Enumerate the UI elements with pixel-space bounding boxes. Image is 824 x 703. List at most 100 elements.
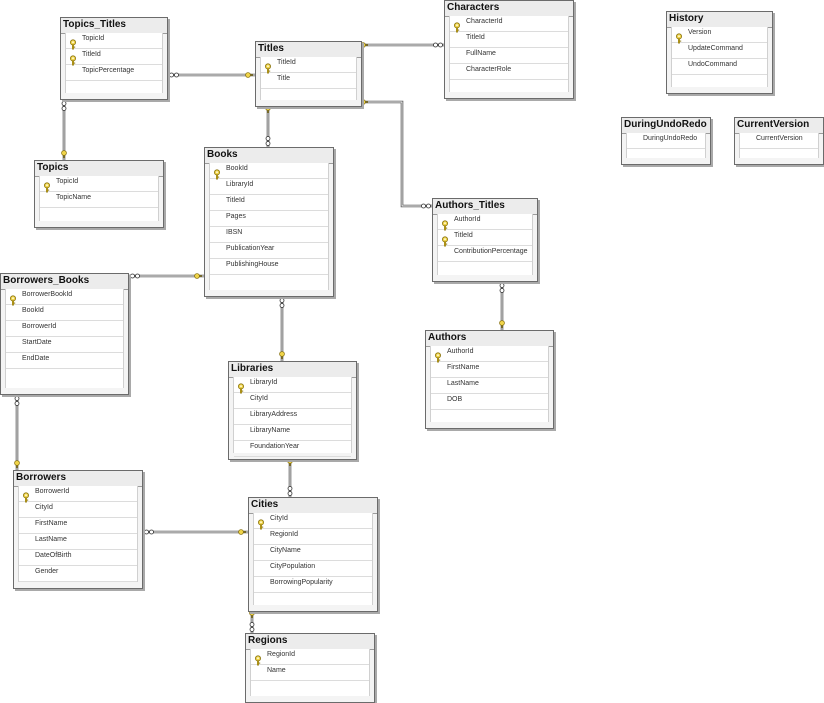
column-row[interactable]: PublicationYear bbox=[210, 243, 328, 259]
column-row[interactable]: BookId bbox=[210, 163, 328, 180]
column-row[interactable]: TitleId bbox=[261, 57, 356, 74]
column-name: CityId bbox=[35, 504, 53, 511]
column-row[interactable]: BorrowingPopularity bbox=[254, 577, 372, 593]
column-row[interactable]: BorrowerId bbox=[6, 321, 123, 337]
column-name: EndDate bbox=[22, 355, 50, 362]
column-row[interactable]: Pages bbox=[210, 211, 328, 227]
column-name: LibraryName bbox=[250, 427, 291, 434]
column-row[interactable]: PublishingHouse bbox=[210, 259, 328, 275]
many-end-icon bbox=[169, 72, 179, 78]
column-row[interactable]: TopicName bbox=[40, 192, 158, 208]
column-name: BookId bbox=[22, 307, 44, 314]
column-row[interactable]: StartDate bbox=[6, 337, 123, 353]
many-end-icon bbox=[144, 529, 154, 535]
fk-books-titles bbox=[265, 105, 271, 147]
many-end-icon bbox=[61, 101, 67, 111]
column-row[interactable]: LastName bbox=[431, 378, 548, 394]
column-row[interactable]: TopicPercentage bbox=[66, 65, 162, 81]
table-title: Characters bbox=[445, 1, 573, 17]
fk-books-libraries bbox=[279, 297, 285, 361]
column-row[interactable]: TopicId bbox=[66, 33, 162, 50]
column-row[interactable]: FirstName bbox=[19, 518, 137, 534]
column-row[interactable]: RegionId bbox=[251, 649, 369, 666]
column-name: CityName bbox=[270, 547, 301, 554]
column-row[interactable]: FirstName bbox=[431, 362, 548, 378]
column-row[interactable]: Gender bbox=[19, 566, 137, 582]
column-row[interactable]: BookId bbox=[6, 305, 123, 321]
column-row[interactable]: DateOfBirth bbox=[19, 550, 137, 566]
column-row[interactable]: CharacterRole bbox=[450, 64, 568, 80]
column-name: CityId bbox=[270, 515, 288, 522]
column-row[interactable]: CityPopulation bbox=[254, 561, 372, 577]
column-row[interactable]: Version bbox=[672, 27, 767, 44]
column-row[interactable]: CityId bbox=[234, 393, 351, 409]
column-name: Gender bbox=[35, 568, 59, 575]
column-row[interactable]: CityId bbox=[19, 502, 137, 518]
column-row[interactable]: TitleId bbox=[450, 32, 568, 48]
column-row[interactable]: AuthorId bbox=[431, 346, 548, 363]
primary-key-icon bbox=[8, 291, 18, 306]
fk-borrowers-cities bbox=[143, 529, 248, 535]
column-row[interactable]: LibraryId bbox=[210, 179, 328, 195]
fk-borrowers-books-borrowers bbox=[14, 395, 20, 470]
column-row[interactable]: LibraryAddress bbox=[234, 409, 351, 425]
column-row[interactable]: CurrentVersion bbox=[740, 133, 818, 149]
column-name: UndoCommand bbox=[688, 61, 738, 68]
table-title: Authors bbox=[426, 331, 553, 347]
column-row[interactable]: TitleId bbox=[438, 230, 532, 247]
column-name: LastName bbox=[35, 536, 67, 543]
column-row[interactable]: TitleId bbox=[66, 49, 162, 66]
column-row[interactable]: IBSN bbox=[210, 227, 328, 243]
fk-topics-titles-titles bbox=[168, 72, 255, 78]
column-row[interactable]: LibraryName bbox=[234, 425, 351, 441]
column-row[interactable]: LibraryId bbox=[234, 377, 351, 394]
column-row[interactable]: DuringUndoRedo bbox=[627, 133, 705, 149]
column-row[interactable]: ContributionPercentage bbox=[438, 246, 532, 262]
column-name: BorrowerId bbox=[35, 488, 70, 495]
column-row[interactable]: CityName bbox=[254, 545, 372, 561]
fk-borrowers-books-books bbox=[129, 273, 204, 279]
column-row[interactable]: CityId bbox=[254, 513, 372, 530]
column-row[interactable]: TopicId bbox=[40, 176, 158, 193]
column-row[interactable]: FoundationYear bbox=[234, 441, 351, 457]
column-row[interactable]: BorrowerBookId bbox=[6, 289, 123, 306]
column-row[interactable]: UndoCommand bbox=[672, 59, 767, 75]
column-row[interactable]: CharacterId bbox=[450, 16, 568, 33]
column-row[interactable]: Title bbox=[261, 73, 356, 89]
column-row[interactable]: FullName bbox=[450, 48, 568, 64]
column-row[interactable]: TitleId bbox=[210, 195, 328, 211]
column-name: CityId bbox=[250, 395, 268, 402]
column-row[interactable]: Name bbox=[251, 665, 369, 681]
column-name: BookId bbox=[226, 165, 248, 172]
primary-key-icon bbox=[68, 35, 78, 50]
column-row[interactable]: AuthorId bbox=[438, 214, 532, 231]
column-row[interactable]: BorrowerId bbox=[19, 486, 137, 503]
column-row[interactable]: LastName bbox=[19, 534, 137, 550]
column-row[interactable]: EndDate bbox=[6, 353, 123, 369]
table-title: Topics_Titles bbox=[61, 18, 167, 34]
table-title: History bbox=[667, 12, 772, 28]
column-row[interactable]: RegionId bbox=[254, 529, 372, 545]
column-row[interactable]: UpdateCommand bbox=[672, 43, 767, 59]
column-row[interactable]: DOB bbox=[431, 394, 548, 410]
fk-libraries-cities bbox=[287, 458, 293, 497]
